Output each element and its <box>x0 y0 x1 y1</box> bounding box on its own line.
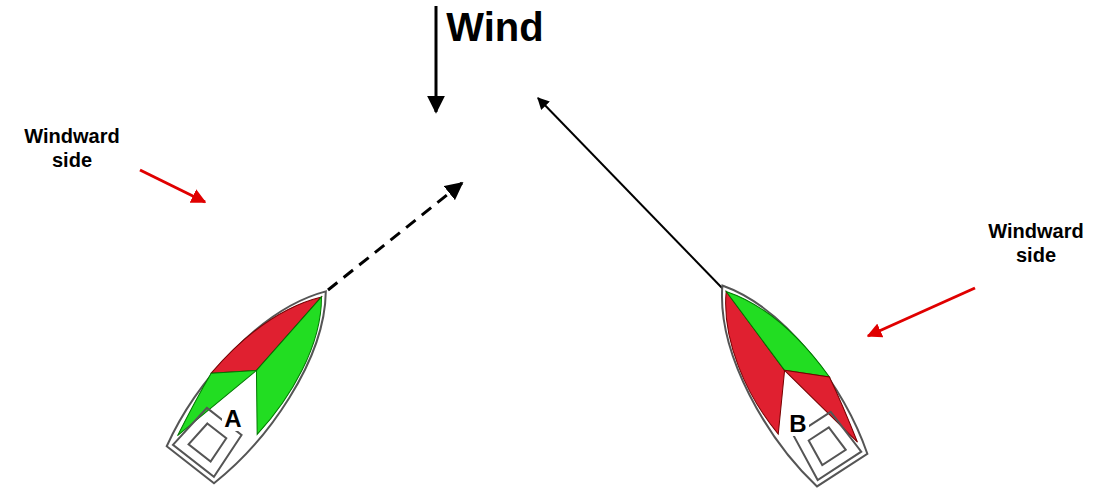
boat-letter: A <box>222 407 243 431</box>
course-arrow-a <box>328 183 462 290</box>
boat-a <box>159 267 356 489</box>
boat-letter: B <box>787 412 808 436</box>
wind-arrow <box>435 6 438 112</box>
pointer-arrow <box>140 170 205 202</box>
wind-label: Wind <box>446 3 543 51</box>
windward-label: Windward side <box>976 219 1096 267</box>
windward-label: Windward side <box>12 124 132 172</box>
course-arrow-b <box>538 98 724 290</box>
boat-b <box>690 264 876 491</box>
pointer-arrow <box>868 288 975 336</box>
